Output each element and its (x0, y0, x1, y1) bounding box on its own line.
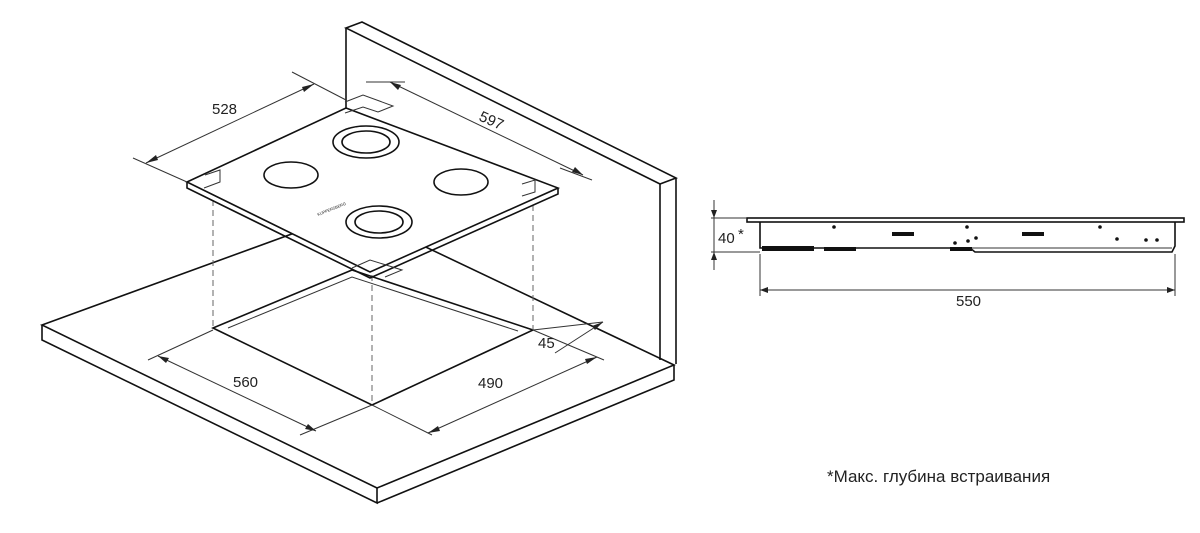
dim-550-label: 550 (956, 293, 981, 310)
side-profile-view (746, 217, 1185, 253)
footnote-max-depth: *Макс. глубина встраивания (827, 467, 1050, 486)
cooking-zone-left (263, 161, 319, 189)
dimension-edge-offset: 45 (532, 321, 604, 354)
cutout-opening (211, 200, 536, 406)
dim-40-label: 40 (718, 230, 735, 247)
dim-560-label: 560 (233, 374, 258, 391)
back-wall (343, 21, 679, 364)
dim-597-label: 597 (476, 108, 506, 134)
dim-40-asterisk: * (738, 226, 744, 243)
dim-490-label: 490 (478, 375, 503, 392)
cooking-zone-front-inner (354, 210, 404, 234)
bracket-right (521, 179, 536, 197)
dimension-cutout-depth: 490 (371, 329, 605, 436)
bracket-back (344, 94, 395, 114)
dimension-height: 40 * (711, 200, 760, 270)
bracket-front (351, 259, 404, 278)
cooking-zone-back-outer (332, 125, 400, 159)
dim-45-label: 45 (538, 335, 555, 352)
hob-cooktop: KUPPERSBERG (185, 94, 561, 279)
dimension-length: 550 (759, 254, 1176, 310)
bracket-left (203, 169, 221, 189)
cooking-zone-back-inner (341, 130, 391, 154)
dimension-cutout-width: 560 (147, 329, 373, 436)
cooking-zone-right (433, 168, 489, 196)
dimension-hob-depth: 528 (132, 71, 347, 183)
cooking-zone-front-outer (345, 205, 413, 239)
dim-528-label: 528 (212, 101, 237, 118)
